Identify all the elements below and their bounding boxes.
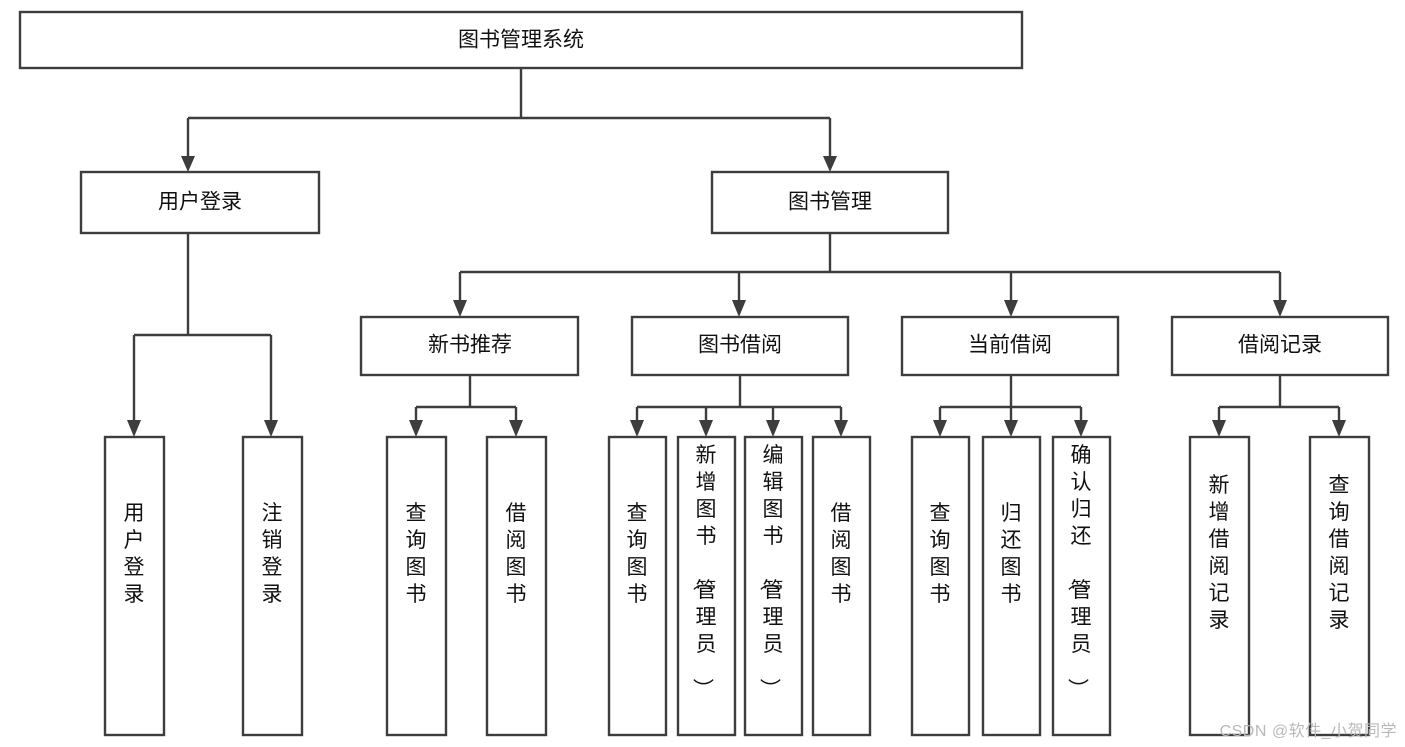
node-label-user-login: 用户登录 xyxy=(158,191,242,214)
node-borrow-record[interactable]: 借阅记录 xyxy=(1170,315,1390,377)
node-label-leaf-add-book-admin: 新增图书（管理员） xyxy=(691,444,717,699)
node-box-leaf-user-login[interactable] xyxy=(103,435,166,737)
arrow-head-leaf-query-book-current xyxy=(933,420,947,437)
node-label-leaf-borrow-book: 借阅图书 xyxy=(831,502,852,606)
node-book-management[interactable]: 图书管理 xyxy=(710,170,950,235)
node-leaf-add-book-admin[interactable]: 新增图书（管理员） xyxy=(676,435,737,737)
node-leaf-query-book-recommend[interactable]: 查询图书 xyxy=(385,435,448,737)
node-box-leaf-return-book[interactable] xyxy=(981,435,1042,737)
arrow-head-leaf-add-book-admin xyxy=(699,420,713,437)
node-box-new-book-recommend[interactable] xyxy=(359,315,580,377)
node-box-root[interactable] xyxy=(18,10,1024,70)
node-label-leaf-logout: 注销登录 xyxy=(262,502,283,606)
node-box-current-borrow[interactable] xyxy=(900,315,1120,377)
node-label-book-borrow: 图书借阅 xyxy=(698,334,782,357)
node-new-book-recommend[interactable]: 新书推荐 xyxy=(359,315,580,377)
node-box-leaf-query-borrow-record[interactable] xyxy=(1308,435,1371,737)
node-box-leaf-confirm-return-admin[interactable] xyxy=(1051,435,1112,737)
node-leaf-return-book[interactable]: 归还图书 xyxy=(981,435,1042,737)
connector-group-user-login xyxy=(127,233,278,437)
arrow-head-leaf-edit-book-admin xyxy=(766,420,780,437)
node-leaf-borrow-book[interactable]: 借阅图书 xyxy=(811,435,872,737)
node-label-leaf-borrow-book-recommend: 借阅图书 xyxy=(506,502,527,606)
node-label-root: 图书管理系统 xyxy=(458,29,584,52)
connector-group-current-borrow xyxy=(933,375,1088,437)
node-box-leaf-add-book-admin[interactable] xyxy=(676,435,737,737)
connector-group-root xyxy=(181,68,837,172)
arrow-head-new-book-recommend xyxy=(453,300,467,317)
connector-group-new-book-recommend xyxy=(409,375,523,437)
arrow-head-leaf-return-book xyxy=(1004,420,1018,437)
node-box-book-management[interactable] xyxy=(710,170,950,235)
node-label-leaf-query-book-borrow: 查询图书 xyxy=(627,502,648,606)
arrow-head-leaf-user-login xyxy=(127,420,141,437)
node-box-leaf-borrow-book[interactable] xyxy=(811,435,872,737)
node-label-leaf-return-book: 归还图书 xyxy=(1001,502,1022,606)
node-label-new-book-recommend: 新书推荐 xyxy=(428,334,512,357)
node-label-borrow-record: 借阅记录 xyxy=(1238,334,1322,357)
arrow-head-leaf-borrow-book xyxy=(834,420,848,437)
node-book-borrow[interactable]: 图书借阅 xyxy=(630,315,850,377)
connector-group-book-borrow xyxy=(630,375,848,437)
node-leaf-user-login[interactable]: 用户登录 xyxy=(103,435,166,737)
node-label-book-management: 图书管理 xyxy=(788,191,872,214)
node-leaf-edit-book-admin[interactable]: 编辑图书（管理员） xyxy=(743,435,804,737)
node-box-book-borrow[interactable] xyxy=(630,315,850,377)
node-label-leaf-user-login: 用户登录 xyxy=(124,502,145,606)
node-box-leaf-query-book-current[interactable] xyxy=(910,435,971,737)
node-leaf-query-borrow-record[interactable]: 查询借阅记录 xyxy=(1308,435,1371,737)
connector-group-borrow-record xyxy=(1212,375,1346,437)
node-current-borrow[interactable]: 当前借阅 xyxy=(900,315,1120,377)
node-box-leaf-query-book-recommend[interactable] xyxy=(385,435,448,737)
connector-group-book-management xyxy=(453,233,1287,317)
node-label-leaf-confirm-return-admin: 确认归还（管理员） xyxy=(1066,444,1092,699)
arrow-head-leaf-logout xyxy=(264,420,278,437)
node-root-system[interactable]: 图书管理系统 xyxy=(18,10,1024,70)
arrow-head-book-management xyxy=(823,156,837,172)
node-label-leaf-query-book-current: 查询图书 xyxy=(930,502,951,606)
node-leaf-add-borrow-record[interactable]: 新增借阅记录 xyxy=(1188,435,1251,737)
node-label-current-borrow: 当前借阅 xyxy=(968,334,1052,357)
arrow-head-leaf-borrow-book-recommend xyxy=(509,420,523,437)
node-box-borrow-record[interactable] xyxy=(1170,315,1390,377)
csdn-watermark: CSDN @软件_小贺同学 xyxy=(1219,723,1397,740)
arrow-head-book-borrow xyxy=(732,300,746,317)
arrow-head-leaf-add-borrow-record xyxy=(1212,420,1226,437)
arrow-head-leaf-query-book-recommend xyxy=(409,420,423,437)
node-leaf-confirm-return-admin[interactable]: 确认归还（管理员） xyxy=(1051,435,1112,737)
arrow-head-user-login xyxy=(181,156,195,172)
node-box-leaf-query-book-borrow[interactable] xyxy=(607,435,668,737)
node-leaf-query-book-current[interactable]: 查询图书 xyxy=(910,435,971,737)
node-box-leaf-add-borrow-record[interactable] xyxy=(1188,435,1251,737)
arrow-head-leaf-query-book-borrow xyxy=(630,420,644,437)
node-label-leaf-add-borrow-record: 新增借阅记录 xyxy=(1209,474,1230,632)
node-box-leaf-logout[interactable] xyxy=(241,435,304,737)
node-label-leaf-query-borrow-record: 查询借阅记录 xyxy=(1329,474,1350,632)
arrow-head-current-borrow xyxy=(1004,300,1018,317)
node-leaf-borrow-book-recommend[interactable]: 借阅图书 xyxy=(485,435,548,737)
arrow-head-leaf-query-borrow-record xyxy=(1332,420,1346,437)
node-user-login[interactable]: 用户登录 xyxy=(79,170,321,235)
arrow-head-borrow-record xyxy=(1273,300,1287,317)
node-leaf-query-book-borrow[interactable]: 查询图书 xyxy=(607,435,668,737)
node-box-leaf-edit-book-admin[interactable] xyxy=(743,435,804,737)
node-box-user-login[interactable] xyxy=(79,170,321,235)
node-label-leaf-edit-book-admin: 编辑图书（管理员） xyxy=(758,444,784,699)
arrow-head-leaf-confirm-return-admin xyxy=(1074,420,1088,437)
node-leaf-logout[interactable]: 注销登录 xyxy=(241,435,304,737)
node-label-leaf-query-book-recommend: 查询图书 xyxy=(406,502,427,606)
node-box-leaf-borrow-book-recommend[interactable] xyxy=(485,435,548,737)
